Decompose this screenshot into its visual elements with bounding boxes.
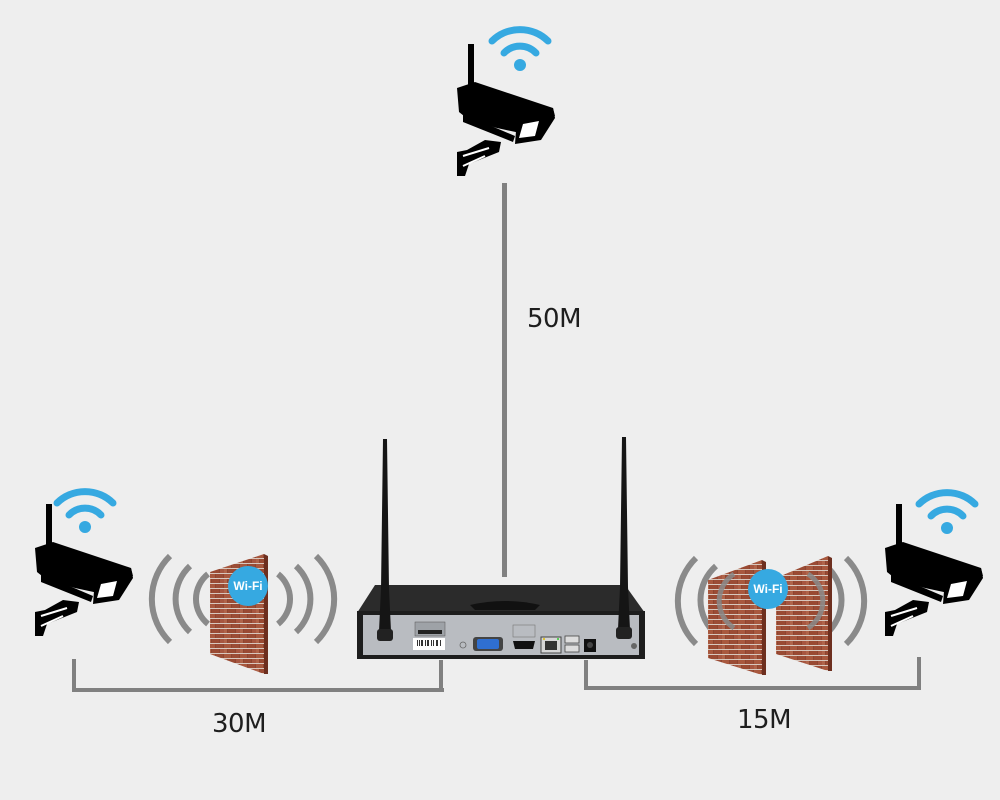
distance-label-left: 30M: [212, 709, 267, 739]
cctv-camera-icon: [34, 503, 134, 637]
signal-arcs-inner-icon: [716, 571, 826, 631]
nvr-device-icon: [357, 585, 645, 659]
connector-left-vertical-nvr: [439, 660, 443, 692]
distance-label-top: 50M: [527, 304, 582, 334]
cctv-camera-icon: [884, 503, 984, 637]
connector-left-horizontal: [72, 688, 444, 692]
camera-right: [883, 487, 993, 637]
wifi-badge: Wi-Fi: [748, 569, 788, 609]
wifi-badge-label: Wi-Fi: [753, 582, 783, 596]
obstacle-right: Wi-Fi: [674, 548, 868, 675]
obstacle-left: Wi-Fi: [148, 550, 338, 675]
wifi-badge: Wi-Fi: [228, 566, 268, 606]
signal-arcs-icon: [148, 553, 338, 645]
antenna-icon: [377, 439, 393, 641]
distance-label-right: 15M: [737, 705, 792, 735]
antenna-icon: [616, 437, 632, 639]
connector-right-horizontal: [584, 686, 921, 690]
wifi-badge-label: Wi-Fi: [233, 579, 263, 593]
nvr-recorder: [355, 435, 650, 665]
camera-left: [33, 487, 143, 637]
cctv-camera-icon: [456, 43, 556, 177]
connector-right-vertical-nvr: [584, 660, 588, 690]
camera-top: [455, 26, 565, 177]
connector-left-vertical-camera: [72, 659, 76, 692]
connector-right-vertical-camera: [917, 657, 921, 690]
connector-top: [502, 183, 507, 577]
brick-wall-icon: [776, 556, 832, 671]
